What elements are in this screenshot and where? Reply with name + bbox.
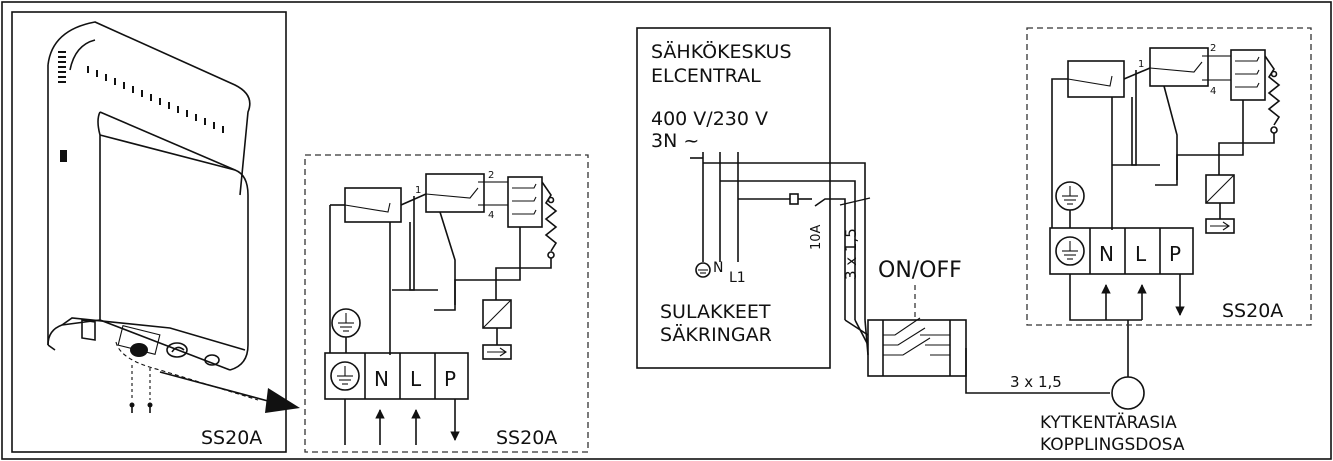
- ss20a-wiring-right: 1 2 4: [1026, 27, 1312, 326]
- vent-slots: [58, 51, 224, 133]
- cable-label-horizontal: 3 x 1,5: [1010, 373, 1062, 391]
- ground-icon: [331, 308, 361, 338]
- pointer-arrow-icon: [159, 371, 300, 413]
- neutral-label: N: [713, 260, 723, 276]
- switch-label: ON/OFF: [878, 258, 962, 283]
- voltage-label: 400 V/230 V: [651, 108, 768, 130]
- terminal-ground-icon: [330, 361, 360, 391]
- heater-panel-frame: [11, 11, 287, 453]
- cable-label-vertical: 3 x 1,5: [842, 228, 860, 280]
- terminal-ground-icon-right: [1055, 236, 1085, 266]
- terminal-n-label-right: N: [1099, 242, 1114, 266]
- terminal-l-label: L: [410, 367, 422, 391]
- ss20a-boundary-right: [1026, 27, 1312, 326]
- ground-icon-right: [1055, 181, 1085, 211]
- terminal-p-label: P: [444, 367, 456, 391]
- fuses-label-fi: SULAKKEET: [660, 301, 771, 323]
- fuses-label-sv: SÄKRINGAR: [660, 323, 772, 346]
- terminal-n-label: N: [374, 367, 389, 391]
- ss20a-wiring-left: 1 2 4: [304, 154, 589, 453]
- electrical-center: SÄHKÖKESKUS ELCENTRAL 400 V/230 V 3N ~ N…: [636, 27, 866, 369]
- ss20a-model-label-left: SS20A: [496, 427, 557, 449]
- heater-illustration: [47, 21, 259, 413]
- junction-label-sv: KOPPLINGSDOSA: [1040, 435, 1185, 455]
- pin-2-label-right: 2: [1210, 43, 1216, 54]
- ss20a-boundary-left: [304, 154, 589, 453]
- fuse-icon: [789, 193, 799, 205]
- line-label: L1: [729, 270, 746, 286]
- ss20a-model-label-right: SS20A: [1222, 300, 1283, 322]
- pin-2-label: 2: [488, 170, 494, 181]
- center-title-fi: SÄHKÖKESKUS: [651, 40, 792, 63]
- on-off-switch: ON/OFF: [844, 258, 967, 377]
- center-title-sv: ELCENTRAL: [651, 65, 761, 87]
- terminal-p-label-right: P: [1169, 242, 1181, 266]
- switch-box: [425, 173, 485, 213]
- resistor-icon: [541, 181, 558, 252]
- mains-ground-icon: [695, 262, 711, 278]
- pin-1-label: 1: [415, 185, 421, 196]
- fuse-rating-label: 10A: [809, 224, 824, 250]
- pin-1-label-right: 1: [1138, 59, 1144, 70]
- relay-contacts: [507, 176, 543, 228]
- pin-4-label: 4: [488, 210, 494, 221]
- junction-box-icon: [1111, 376, 1145, 410]
- thermostat-box: [344, 187, 402, 223]
- terminal-l-label-right: L: [1135, 242, 1147, 266]
- terminal-block: [324, 352, 469, 400]
- junction-label-fi: KYTKENTÄRASIA: [1040, 412, 1177, 433]
- heater-model-label: SS20A: [201, 427, 262, 449]
- pin-4-label-right: 4: [1210, 86, 1216, 97]
- electrical-center-box: [636, 27, 831, 369]
- phase-label: 3N ~: [651, 130, 699, 152]
- heater-panel: SS20A: [11, 11, 287, 453]
